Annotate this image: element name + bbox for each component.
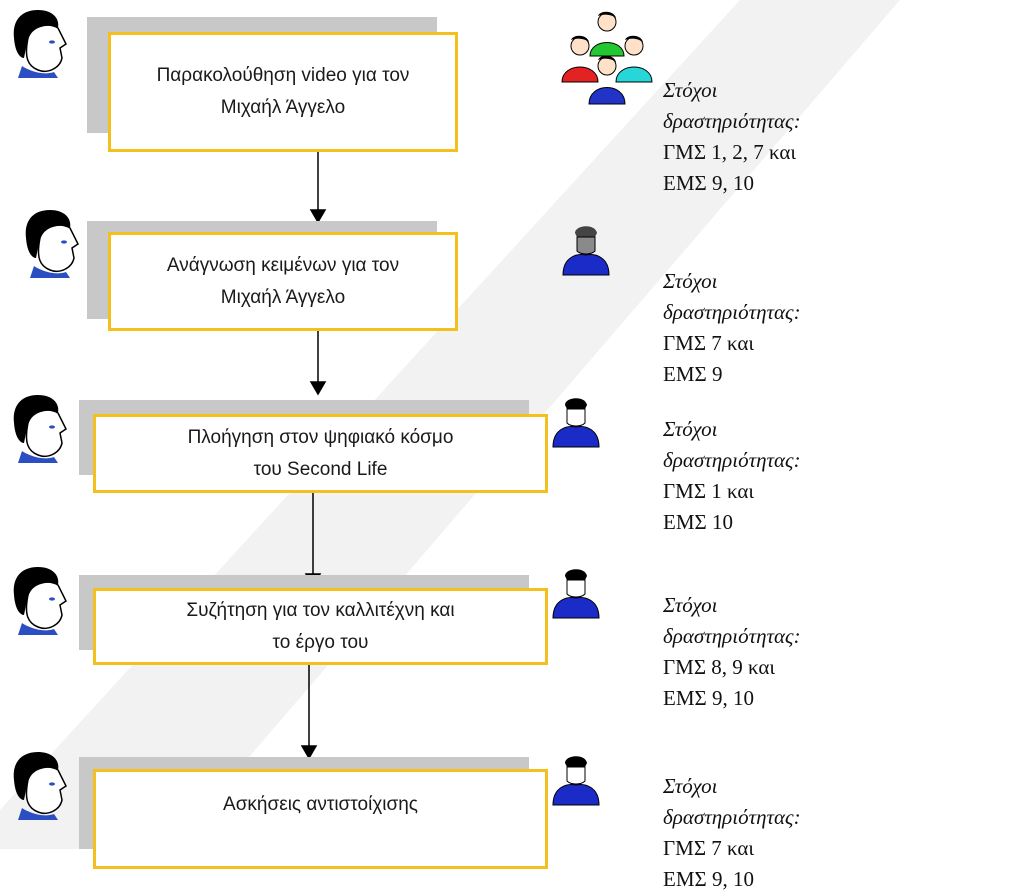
goal-value: ΓΜΣ 1 και ΕΜΣ 10: [663, 479, 755, 534]
step-box: Ανάγνωση κειμένων για τον Μιχαήλ Άγγελο: [108, 232, 458, 331]
single-student-icon: [561, 223, 611, 282]
activity-goals: Στόχοι δραστηριότητας: ΓΜΣ 7 και ΕΜΣ 9: [663, 266, 801, 390]
arrowhead-2-3: [309, 381, 327, 396]
goal-title: Στόχοι δραστηριότητας:: [663, 593, 801, 648]
activity-goals: Στόχοι δραστηριότητας: ΓΜΣ 7 και ΕΜΣ 9, …: [663, 771, 801, 895]
goal-value: ΓΜΣ 7 και ΕΜΣ 9, 10: [663, 836, 755, 891]
activity-goals: Στόχοι δραστηριότητας: ΓΜΣ 8, 9 και ΕΜΣ …: [663, 590, 801, 714]
goal-title: Στόχοι δραστηριότητας:: [663, 774, 801, 829]
teacher-face-icon: [20, 208, 86, 283]
goal-value: ΓΜΣ 1, 2, 7 και ΕΜΣ 9, 10: [663, 140, 797, 195]
goal-value: ΓΜΣ 8, 9 και ΕΜΣ 9, 10: [663, 655, 776, 710]
teacher-face-icon: [8, 393, 74, 468]
teacher-face-icon: [8, 8, 74, 83]
activity-goals: Στόχοι δραστηριότητας: ΓΜΣ 1, 2, 7 και Ε…: [663, 75, 801, 199]
arrowhead-4-5: [300, 745, 318, 760]
goal-title: Στόχοι δραστηριότητας:: [663, 78, 801, 133]
single-student-icon: [551, 566, 601, 625]
single-student-icon: [551, 753, 601, 812]
activity-goals: Στόχοι δραστηριότητας: ΓΜΣ 1 και ΕΜΣ 10: [663, 414, 801, 538]
step-box: Παρακολούθηση video για τον Μιχαήλ Άγγελ…: [108, 32, 458, 152]
teacher-face-icon: [8, 565, 74, 640]
arrowhead-1-2: [309, 209, 327, 224]
group-students-icon: [560, 8, 654, 113]
teacher-face-icon: [8, 750, 74, 825]
step-box: Πλοήγηση στον ψηφιακό κόσμο του Second L…: [93, 414, 548, 493]
step-box: Ασκήσεις αντιστοίχισης: [93, 769, 548, 869]
goal-title: Στόχοι δραστηριότητας:: [663, 269, 801, 324]
goal-title: Στόχοι δραστηριότητας:: [663, 417, 801, 472]
goal-value: ΓΜΣ 7 και ΕΜΣ 9: [663, 331, 755, 386]
step-box: Συζήτηση για τον καλλιτέχνη και το έργο …: [93, 588, 548, 665]
single-student-icon: [551, 395, 601, 454]
